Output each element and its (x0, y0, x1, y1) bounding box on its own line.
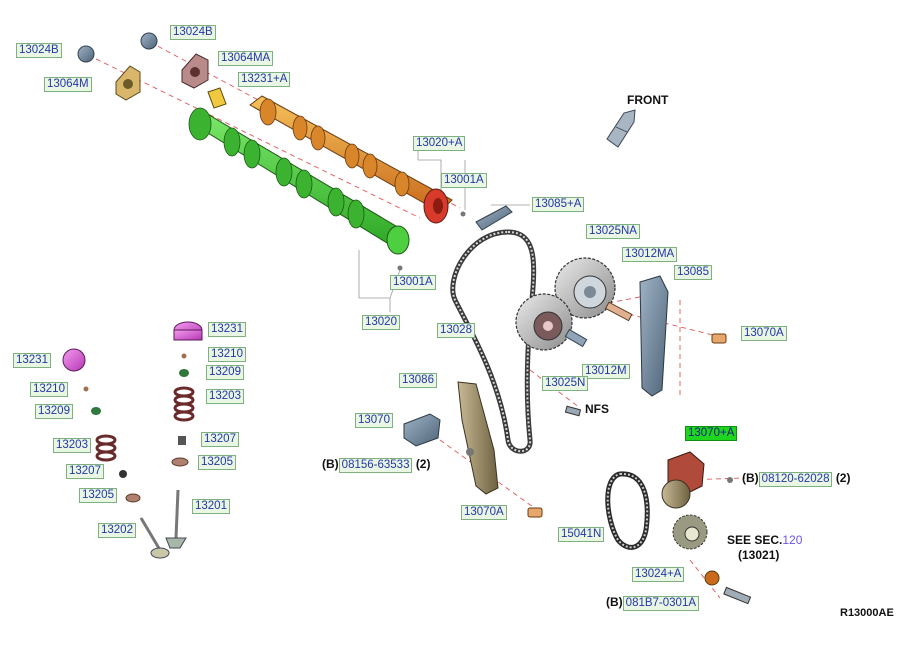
label-13020[interactable]: 13020 (362, 315, 400, 330)
quantity: (2) (835, 471, 851, 485)
bolt-081b7 (723, 586, 752, 605)
label-13209-left[interactable]: 13209 (35, 404, 73, 419)
label-13085a[interactable]: 13085+A (532, 197, 585, 212)
see-sec-text: SEE SEC. (727, 533, 783, 547)
exhaust-camshaft (249, 95, 453, 224)
crank-sprocket-13021 (672, 514, 708, 550)
label-13086[interactable]: 13086 (399, 373, 437, 388)
b-prefix: (B) (606, 595, 623, 609)
sub-assembly-ref: (13021) (738, 548, 780, 562)
intake-camshaft (188, 107, 410, 255)
label-13070a-bottom[interactable]: 13070A (461, 505, 507, 520)
label-13024b-right[interactable]: 13024B (170, 25, 216, 40)
label-13001a-top[interactable]: 13001A (441, 173, 487, 188)
label-13202[interactable]: 13202 (98, 523, 136, 538)
label-13001a-bottom[interactable]: 13001A (390, 275, 436, 290)
ref-081b7: (B)081B7-0301A (606, 595, 700, 611)
nfs-label: NFS (585, 402, 609, 416)
label-13024pa[interactable]: 13024+A (632, 567, 685, 582)
ref-08120: (B)08120-62028 (2) (742, 471, 850, 487)
bolt-08156 (466, 448, 474, 456)
quantity: (2) (415, 457, 431, 471)
bolt-13070a-bottom (527, 507, 543, 518)
label-13209-right[interactable]: 13209 (206, 365, 244, 380)
label-13025na[interactable]: 13025NA (586, 224, 640, 239)
tensioner-arm-13086 (457, 381, 499, 495)
label-13064m[interactable]: 13064M (44, 77, 92, 92)
label-13201[interactable]: 13201 (192, 499, 230, 514)
bolt-13070a-right (711, 333, 727, 344)
label-13070pa-highlighted[interactable]: 13070+A (685, 426, 738, 441)
label-13020a[interactable]: 13020+A (413, 136, 466, 151)
label-08156-63533[interactable]: 08156-63533 (338, 458, 413, 473)
seal-13024b-right (140, 32, 158, 50)
label-081b7-0301a[interactable]: 081B7-0301A (622, 596, 700, 611)
washer-13024pa (704, 570, 720, 586)
label-13070a-right[interactable]: 13070A (741, 326, 787, 341)
label-13207-left[interactable]: 13207 (66, 464, 104, 479)
chain-guide-13085 (639, 275, 669, 397)
b-prefix: (B) (322, 457, 339, 471)
label-13203-left[interactable]: 13203 (53, 438, 91, 453)
label-13025n[interactable]: 13025N (542, 376, 589, 391)
bracket-13085a (475, 205, 513, 231)
label-13064ma[interactable]: 13064MA (218, 51, 274, 66)
sprocket-13064ma (181, 53, 209, 89)
label-13028[interactable]: 13028 (437, 323, 475, 338)
diagram-id: R13000AE (840, 607, 894, 619)
chain-15041n (605, 471, 650, 550)
b-prefix: (B) (742, 471, 759, 485)
pin-13001a-top (460, 211, 466, 217)
front-direction-label: FRONT (627, 93, 669, 107)
label-13231-right[interactable]: 13231 (208, 322, 246, 337)
label-13231a[interactable]: 13231+A (238, 72, 291, 87)
label-13207-right[interactable]: 13207 (201, 432, 239, 447)
label-13203-right[interactable]: 13203 (206, 389, 244, 404)
valve-train-left (62, 348, 170, 559)
cam-sprocket-13025n (515, 293, 573, 351)
ref-08156: (B)08156-63533 (2) (322, 457, 430, 473)
label-13205-right[interactable]: 13205 (198, 455, 236, 470)
tensioner-13070 (403, 413, 441, 447)
tensioner-13070pa (661, 451, 705, 509)
sprocket-13064m (115, 65, 141, 101)
bolt-13012ma (604, 301, 633, 322)
label-13085[interactable]: 13085 (674, 265, 712, 280)
front-arrow-icon (606, 109, 636, 148)
label-13210-left[interactable]: 13210 (30, 382, 68, 397)
bolt-08120 (727, 477, 733, 483)
section-link[interactable]: 120 (782, 533, 803, 547)
pin-nfs (564, 405, 582, 417)
valve-train-right (165, 321, 203, 549)
see-section-ref: SEE SEC.120 (727, 533, 802, 547)
label-13231-left[interactable]: 13231 (13, 353, 51, 368)
label-13024b-left[interactable]: 13024B (16, 43, 62, 58)
seal-13024b-left (77, 45, 95, 63)
label-15041n[interactable]: 15041N (558, 527, 605, 542)
key-13231a (207, 87, 227, 109)
label-13205-left[interactable]: 13205 (79, 488, 117, 503)
label-13070[interactable]: 13070 (355, 413, 393, 428)
pin-13001a-bottom (397, 265, 403, 271)
label-13210-right[interactable]: 13210 (208, 347, 246, 362)
bolt-13012m (564, 328, 588, 348)
label-08120-62028[interactable]: 08120-62028 (758, 472, 833, 487)
label-13012m[interactable]: 13012M (582, 364, 630, 379)
cam-sprocket-13025na (554, 257, 616, 319)
label-13012ma[interactable]: 13012MA (622, 247, 678, 262)
